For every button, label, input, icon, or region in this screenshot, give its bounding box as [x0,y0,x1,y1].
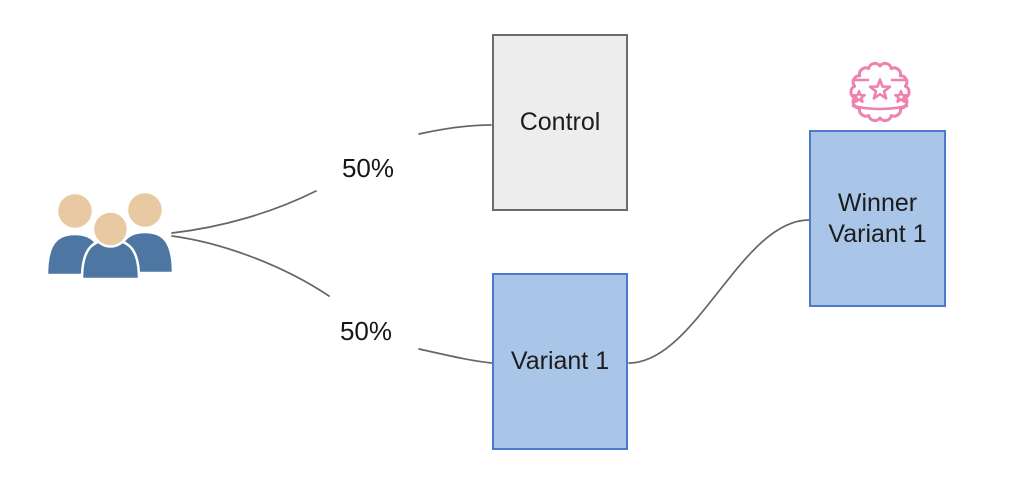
badge-star-center [870,80,890,99]
node-variant1: Variant 1 [492,273,628,450]
edge-label-variant-percent: 50% [339,316,393,346]
users-icon [45,190,175,281]
edge-variant1-to-winner [628,219,810,364]
badge-star-right [895,91,906,102]
node-control-label: Control [519,108,601,136]
node-winner: Winner Variant 1 [809,130,946,307]
node-winner-label-line2: Variant 1 [828,219,927,248]
node-control: Control [492,34,628,211]
user-front [80,210,141,281]
award-badge-icon [849,61,911,123]
badge-star-left [853,91,864,102]
node-variant1-label: Variant 1 [510,347,610,375]
edge-label-control-percent: 50% [341,153,395,183]
badge-line-bottom [851,104,909,111]
edge-audience-to-control-a [171,190,317,234]
edge-audience-to-control-b [418,124,492,135]
badge-rosette-ring [849,61,911,123]
connector-lines [171,124,810,364]
edge-audience-to-variant1-b [418,348,493,364]
edge-audience-to-variant1-a [171,235,330,297]
node-winner-label-line1: Winner [837,188,918,217]
